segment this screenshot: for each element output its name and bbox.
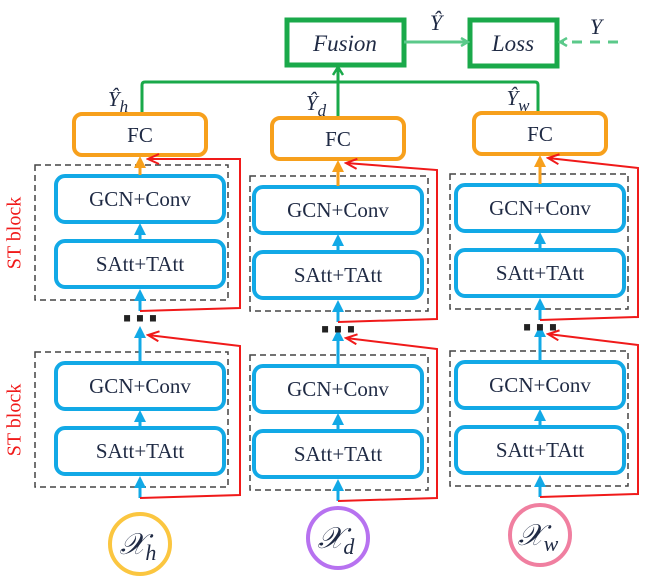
satt-tatt-box	[54, 239, 226, 289]
output-label-w: Ŷw	[506, 86, 530, 115]
ellipsis-dots: ···	[319, 310, 358, 350]
satt-tatt-box	[252, 250, 424, 300]
loss-node: Loss	[467, 17, 560, 69]
merge-line	[140, 80, 540, 114]
yhat-label: Ŷ	[430, 10, 445, 35]
residual-skip-arrow	[337, 338, 438, 502]
satt-tatt-label: SAtt+TAtt	[294, 263, 383, 287]
residual-skip-arrow	[139, 159, 241, 312]
gcn-conv-box	[454, 360, 626, 410]
satt-tatt-label: SAtt+TAtt	[496, 438, 585, 462]
fc-box-h	[72, 112, 208, 157]
satt-tatt-label: SAtt+TAtt	[96, 439, 185, 463]
gcn-conv-label: GCN+Conv	[489, 373, 591, 397]
satt-tatt-box	[454, 425, 626, 475]
fc-box-w	[472, 111, 608, 156]
output-label-d: Ŷd	[306, 91, 327, 120]
gcn-conv-label: GCN+Conv	[489, 196, 591, 220]
st-block-frame	[34, 351, 229, 488]
st-block-frame	[34, 164, 229, 301]
input-label-h: 𝒳h	[120, 528, 157, 565]
gcn-conv-label: GCN+Conv	[89, 374, 191, 398]
loss-label: Loss	[491, 31, 534, 56]
fc-label-h: FC	[127, 123, 153, 147]
satt-tatt-box	[454, 248, 626, 298]
gcn-conv-box	[252, 185, 424, 235]
loss-box	[467, 17, 560, 69]
fc-box-d	[270, 116, 406, 161]
fc-label-d: FC	[325, 127, 351, 151]
satt-tatt-label: SAtt+TAtt	[96, 252, 185, 276]
satt-tatt-box	[252, 429, 424, 479]
gcn-conv-box	[454, 183, 626, 233]
input-circle-h	[108, 512, 172, 576]
gcn-conv-box	[54, 361, 226, 411]
input-circle-w	[508, 503, 572, 567]
fusion-node: Fusion	[284, 17, 407, 68]
residual-skip-arrow	[539, 334, 639, 498]
fusion-label: Fusion	[312, 31, 377, 56]
satt-tatt-box	[54, 426, 226, 476]
residual-skip-arrow	[337, 163, 438, 323]
gcn-conv-label: GCN+Conv	[287, 198, 389, 222]
column-d: ŶdFCGCN+ConvSAtt+TAttGCN+ConvSAtt+TAtt··…	[249, 91, 438, 570]
st-block-label: ST block	[4, 384, 26, 456]
satt-tatt-label: SAtt+TAtt	[294, 442, 383, 466]
fc-label-w: FC	[527, 122, 553, 146]
gcn-conv-label: GCN+Conv	[287, 377, 389, 401]
gcn-conv-label: GCN+Conv	[89, 187, 191, 211]
satt-tatt-label: SAtt+TAtt	[496, 261, 585, 285]
residual-skip-arrow	[539, 158, 639, 321]
ellipsis-dots: ···	[121, 299, 160, 339]
y-label: Y	[590, 14, 605, 39]
fusion-box	[284, 17, 407, 68]
gcn-conv-box	[54, 174, 226, 224]
st-block-label: ST block	[4, 197, 26, 269]
ellipsis-dots: ···	[521, 308, 560, 348]
residual-skip-arrow	[139, 335, 241, 499]
gcn-conv-box	[252, 364, 424, 414]
input-circle-d	[306, 506, 370, 570]
column-w: ŶwFCGCN+ConvSAtt+TAttGCN+ConvSAtt+TAtt··…	[449, 86, 639, 567]
output-label-h: Ŷh	[108, 87, 128, 116]
